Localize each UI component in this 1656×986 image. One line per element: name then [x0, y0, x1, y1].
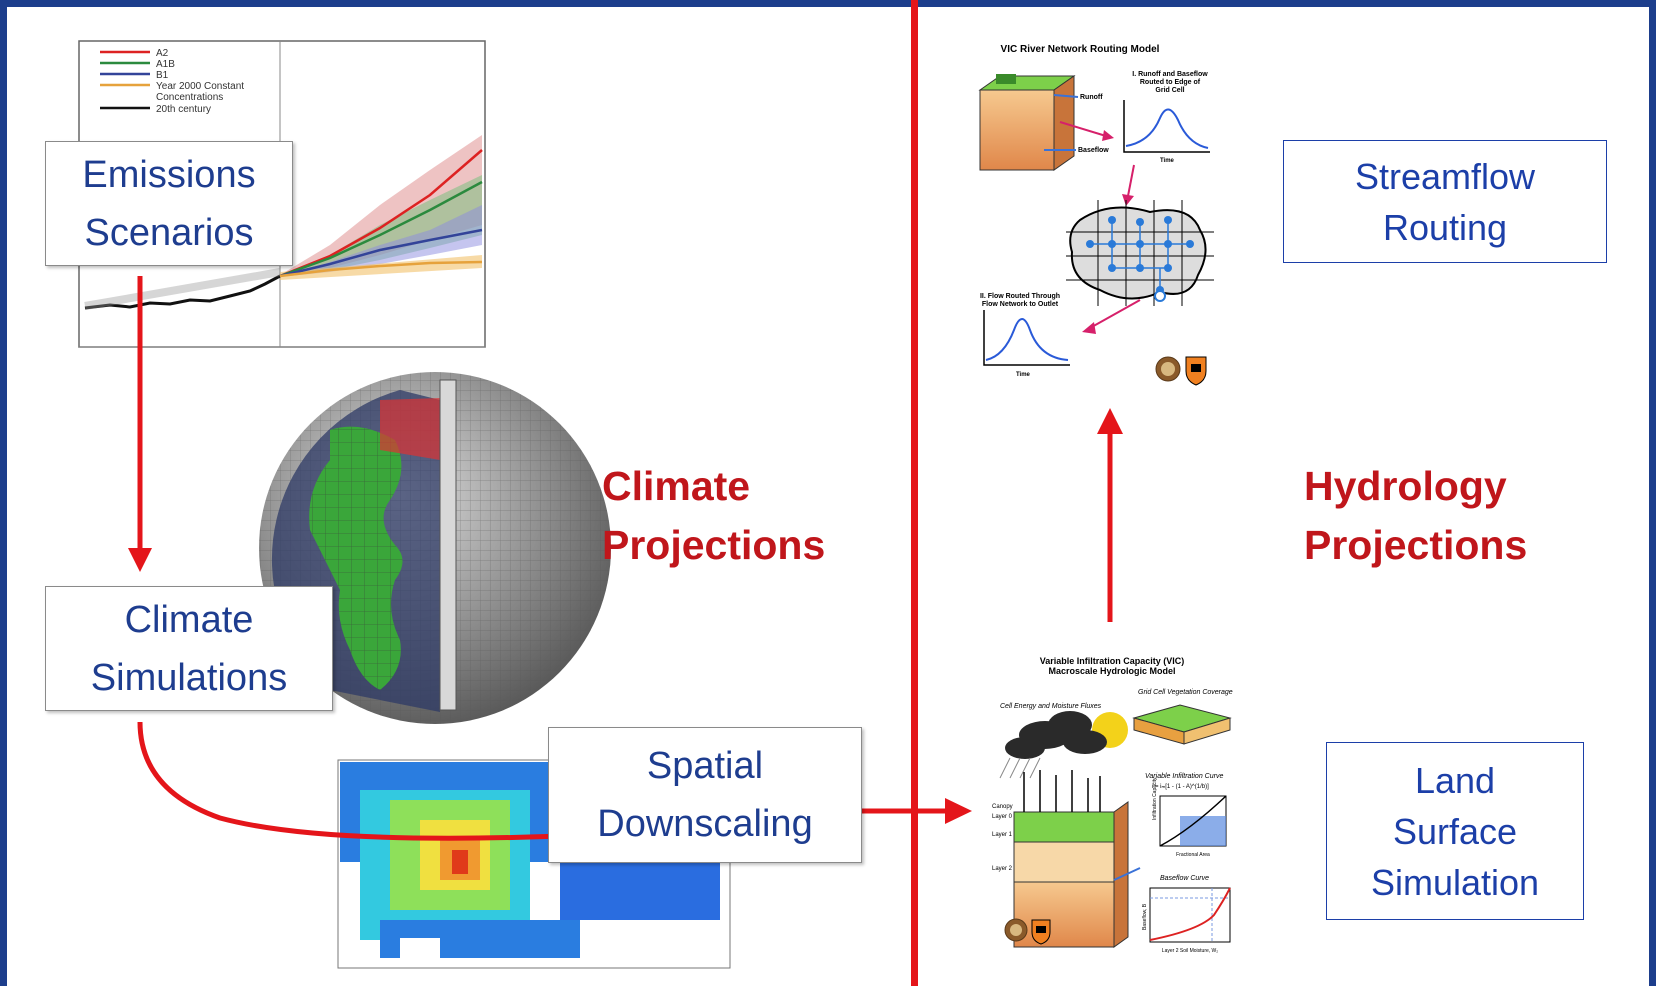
routing-figure: VIC River Network Routing Model Runoff B…: [978, 44, 1214, 386]
step1-line1: I. Runoff and Baseflow: [1132, 71, 1208, 78]
baseflow-curve-label: Baseflow Curve: [1160, 875, 1209, 882]
section-divider: [911, 0, 918, 986]
line-20th-century: [84, 274, 281, 310]
climate-proj-line2: Projections: [602, 522, 826, 568]
climate-simulations-box: Climate Simulations: [45, 586, 333, 711]
university-seal-icon: [1004, 918, 1028, 942]
legend-a2: A2: [156, 48, 169, 59]
step2-line1: II. Flow Routed Through: [980, 293, 1060, 300]
layer1-label: Layer 1: [992, 832, 1013, 838]
land-line1: Land: [1414, 759, 1496, 801]
line-b1: [279, 228, 483, 278]
chart-legend: A2 A1B B1 Year 2000 Constant Concentrati…: [100, 48, 244, 115]
canopy-label: Canopy: [992, 804, 1013, 810]
legend-a1b: A1B: [156, 59, 175, 70]
vic-title-line1: Variable Infiltration Capacity (VIC): [1040, 656, 1185, 666]
arrow-right-icon: [862, 798, 972, 824]
infil-curve-label: Variable Infiltration Curve: [1145, 773, 1223, 780]
year2000-uncertainty-band: [280, 255, 482, 280]
vic-figure: Variable Infiltration Capacity (VIC) Mac…: [992, 656, 1233, 954]
legend-year2000: Year 2000 Constant: [156, 81, 244, 92]
streamflow-routing-box: Streamflow Routing: [1283, 140, 1607, 263]
princeton-shield-icon: [1031, 919, 1051, 945]
soil-x-label: Layer 2 Soil Moisture, W₂: [1162, 948, 1218, 954]
arrow-up-icon: [1097, 408, 1123, 622]
climate-projections-label: Climate Projections: [602, 457, 825, 575]
step1-line3: Grid Cell: [1155, 87, 1184, 94]
b1-uncertainty-band: [280, 205, 482, 277]
climate-sim-line2: Simulations: [90, 656, 288, 699]
emissions-scenarios-box: Emissions Scenarios: [45, 141, 293, 266]
layer0-label: Layer 0: [992, 814, 1013, 820]
line-a1b: [279, 180, 483, 278]
time-label-2: Time: [1016, 372, 1031, 378]
veg-label: Grid Cell Vegetation Coverage: [1138, 689, 1233, 696]
runoff-label: Runoff: [1080, 94, 1103, 101]
baseflow-label: Baseflow: [1078, 147, 1109, 154]
emissions-line2: Scenarios: [84, 211, 254, 254]
streamflow-line1: Streamflow: [1354, 155, 1536, 197]
time-label-1: Time: [1160, 158, 1175, 164]
vic-title-line2: Macroscale Hydrologic Model: [1048, 666, 1175, 676]
legend-20th: 20th century: [156, 104, 211, 115]
infil-y-label: Infiltration Capacity: [1152, 777, 1158, 820]
climate-proj-line1: Climate: [602, 463, 751, 509]
fluxes-label: Cell Energy and Moisture Fluxes: [1000, 703, 1102, 710]
hydrology-proj-line2: Projections: [1304, 522, 1528, 568]
streamflow-line2: Routing: [1382, 206, 1508, 248]
step1-line2: Routed to Edge of: [1140, 79, 1201, 86]
university-seal-icon: [1155, 356, 1181, 382]
legend-concentrations: Concentrations: [156, 92, 223, 103]
band-20th-century: [84, 268, 281, 310]
land-surface-simulation-box: Land Surface Simulation: [1326, 742, 1584, 920]
infil-equation: i = iₘ[1 - (1 - A)^(1/b)]: [1152, 784, 1209, 790]
climate-sim-line1: Climate: [124, 598, 254, 641]
downscaling-line2: Downscaling: [597, 803, 813, 845]
hydrology-projections-label: Hydrology Projections: [1304, 457, 1527, 575]
line-year2000: [279, 260, 483, 278]
step2-line2: Flow Network to Outlet: [982, 301, 1059, 308]
hydrology-proj-line1: Hydrology: [1304, 463, 1507, 509]
line-a2: [279, 149, 483, 278]
legend-b1: B1: [156, 70, 169, 81]
a2-uncertainty-band: [280, 135, 482, 275]
land-line2: Surface: [1392, 810, 1518, 852]
routing-title: VIC River Network Routing Model: [1001, 44, 1160, 55]
frac-area-label: Fractional Area: [1176, 852, 1210, 858]
baseflow-y-label: Baseflow, B: [1142, 903, 1148, 930]
land-line3: Simulation: [1370, 861, 1540, 903]
emissions-line1: Emissions: [82, 153, 256, 196]
arrow-down-icon: [128, 276, 152, 572]
spatial-downscaling-box: Spatial Downscaling: [548, 727, 862, 863]
downscaling-line1: Spatial: [646, 745, 764, 787]
layer2-label: Layer 2: [992, 866, 1013, 872]
princeton-shield-icon: [1185, 356, 1207, 386]
